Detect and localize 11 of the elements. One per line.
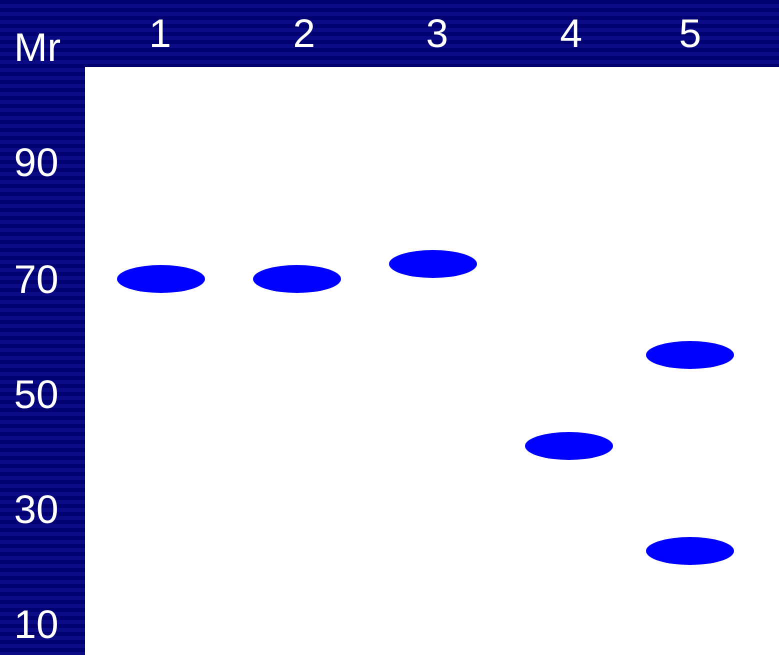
axis-label: Mr	[14, 26, 61, 70]
lane-number: 2	[293, 12, 316, 56]
tick-label: 30	[14, 488, 58, 532]
tick-label: 70	[14, 258, 58, 302]
lane-number: 5	[679, 12, 702, 56]
lane-number: 3	[426, 12, 448, 56]
lane-number: 4	[560, 12, 582, 56]
lane-number: 1	[149, 12, 172, 56]
tick-label: 90	[14, 141, 58, 185]
tick-label: 50	[14, 373, 58, 417]
tick-label: 10	[14, 603, 58, 647]
